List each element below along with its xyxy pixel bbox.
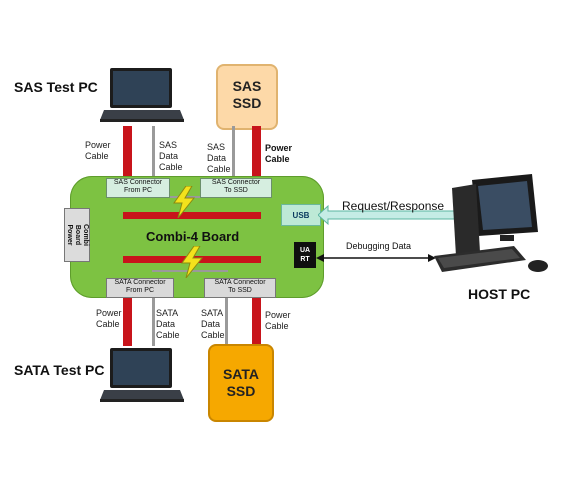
- top-right-power-wire: [252, 126, 261, 218]
- top-lightning-icon: [173, 186, 196, 218]
- host-pc-desktop-computer-icon: [434, 174, 548, 272]
- sata-ssd: SATA SSD: [208, 344, 274, 422]
- top-left-power-wire: [123, 126, 132, 218]
- sata-test-pc-laptop-icon: [100, 348, 184, 402]
- bottom-left-power-wire: [123, 262, 132, 346]
- board-top-data-trace: [152, 196, 234, 198]
- bottom-lightning-icon: [181, 246, 204, 278]
- board-title: Combi-4 Board: [146, 229, 240, 244]
- top-right-data-wire: [232, 126, 235, 182]
- bottom-left-data-wire: [152, 298, 155, 346]
- board-top-power-trace: [123, 212, 261, 219]
- top-left-data-wire: [152, 126, 155, 182]
- usb-port: USB: [281, 204, 321, 226]
- sata-ssd-line2: SSD: [226, 383, 256, 399]
- host-pc-label: HOST PC: [468, 286, 531, 302]
- debugging-data-label: Debugging Data: [346, 241, 412, 251]
- combi-board-power-box: Combi Board Power: [64, 208, 90, 262]
- sata-test-pc-label: SATA Test PC: [14, 362, 105, 378]
- sas-ssd-line2: SSD: [232, 95, 262, 111]
- sas-test-pc-laptop-icon: [100, 68, 184, 122]
- bottom-right-data-wire: [225, 298, 228, 346]
- request-response-label: Request/Response: [342, 199, 445, 213]
- sata-ssd-line1: SATA: [222, 366, 260, 382]
- bottom-right-power-wire: [252, 262, 261, 346]
- sas-ssd: SAS SSD: [216, 64, 278, 130]
- sas-test-pc-label: SAS Test PC: [14, 79, 98, 95]
- sas-ssd-line1: SAS: [232, 78, 262, 94]
- debugging-data-arrow: [316, 254, 436, 262]
